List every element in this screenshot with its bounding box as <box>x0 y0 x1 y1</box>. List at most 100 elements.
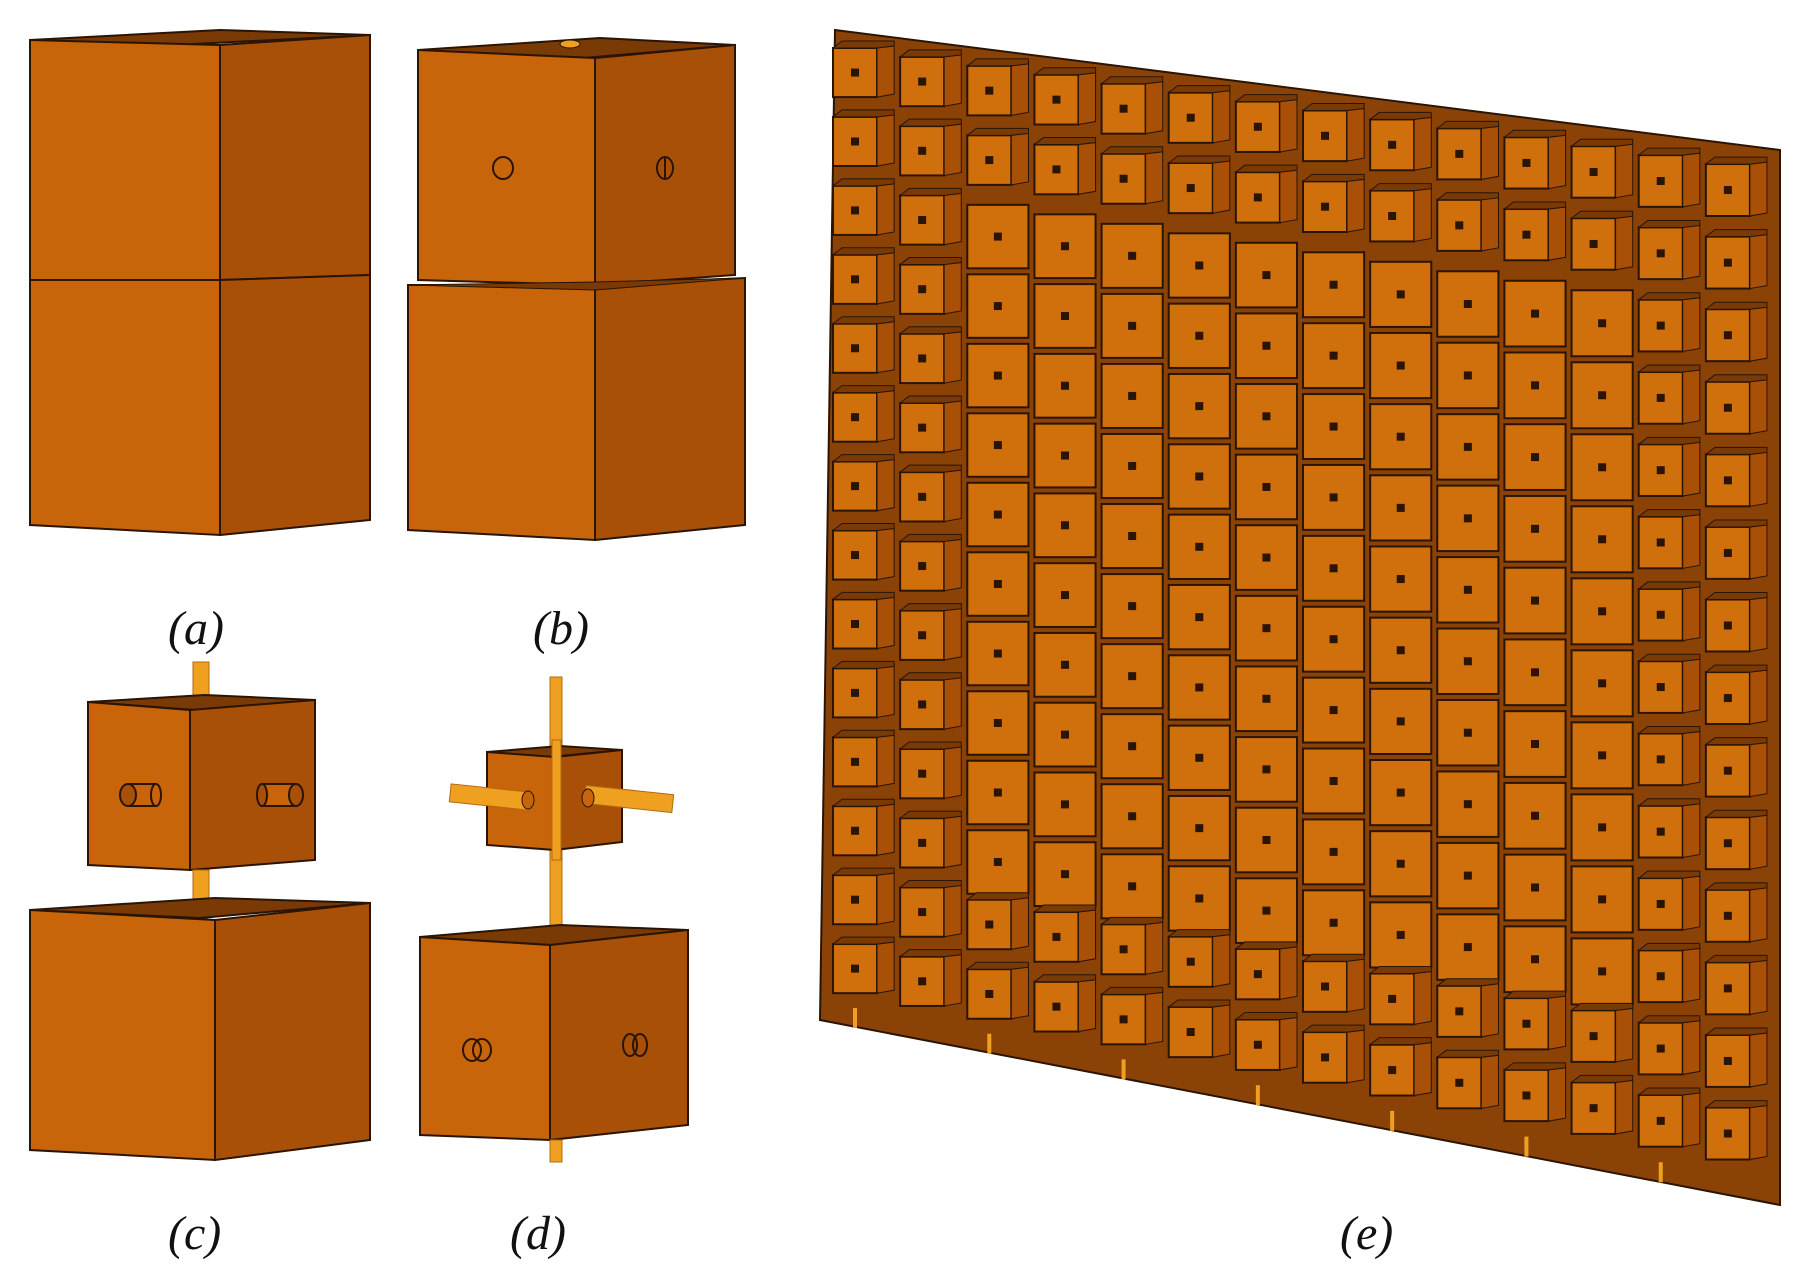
array-inner-cube <box>1234 453 1299 521</box>
array-outer-cube <box>1167 85 1231 144</box>
array-outer-cube <box>1368 183 1432 243</box>
array-inner-cube <box>1167 865 1231 932</box>
array-inner-cube <box>966 759 1030 826</box>
array-inner-cube <box>1436 484 1500 553</box>
array-inner-cube <box>1234 877 1299 944</box>
array-outer-cube <box>1704 156 1768 218</box>
array-outer-cube <box>898 672 962 731</box>
array-outer-cube <box>1234 1012 1298 1106</box>
array-inner-cube <box>1033 841 1097 908</box>
array-inner-cube <box>1100 292 1164 359</box>
array-outer-cube <box>1637 726 1701 787</box>
array-outer-cube <box>1100 986 1164 1080</box>
array-outer-cube <box>1435 120 1499 181</box>
array-outer-cube <box>1704 1027 1768 1088</box>
array-outer-cube <box>831 936 895 1028</box>
array-inner-cube <box>1503 853 1567 922</box>
array-inner-cube <box>1369 687 1433 755</box>
connector-pin-icon <box>1658 1162 1663 1183</box>
array-outer-cube <box>1570 210 1634 271</box>
array-inner-cube <box>1234 806 1299 874</box>
array-inner-cube <box>1033 283 1097 349</box>
array-outer-cube <box>1301 953 1365 1013</box>
array-outer-cube <box>831 523 895 581</box>
connector-pin-icon <box>1255 1085 1260 1106</box>
array-inner-cube <box>1302 676 1366 744</box>
front-hole-icon <box>492 156 514 180</box>
array-outer-cube <box>1704 954 1768 1016</box>
array-outer-cube <box>1637 653 1701 714</box>
array-outer-cube <box>831 454 895 512</box>
cube-small <box>87 693 316 872</box>
connector-pin-icon <box>853 1008 858 1028</box>
array-inner-cube <box>1369 758 1433 827</box>
array-outer-cube <box>1704 519 1768 580</box>
panel-a-stacked-cubes <box>0 0 400 560</box>
array-outer-cube <box>1637 942 1701 1004</box>
cube-with-pins-drawing <box>29 661 371 1162</box>
center-pin-icon <box>551 739 562 861</box>
array-cells <box>831 40 1768 1183</box>
panel-b-cubes-with-holes <box>390 0 770 560</box>
array-inner-cube <box>1234 594 1299 662</box>
caption-a: (a) <box>168 602 224 655</box>
array-outer-cube <box>898 326 962 385</box>
array-outer-cube <box>831 40 895 99</box>
array-outer-cube <box>1234 164 1298 224</box>
array-outer-cube <box>831 247 895 305</box>
caption-e: (e) <box>1340 1207 1394 1260</box>
connector-pin-icon <box>1390 1110 1395 1131</box>
array-inner-cube <box>1570 937 1634 1006</box>
array-outer-cube <box>1637 219 1701 281</box>
array-inner-cube <box>1436 413 1500 481</box>
array-inner-cube <box>1167 302 1231 369</box>
array-inner-cube <box>1167 724 1231 791</box>
array-inner-cube <box>1167 654 1231 721</box>
array-inner-cube <box>1033 701 1097 768</box>
cube-array-drawing <box>818 28 1781 1207</box>
array-inner-cube <box>1302 393 1366 460</box>
array-outer-cube <box>898 810 962 869</box>
array-inner-cube <box>1570 649 1634 718</box>
array-inner-cube <box>1302 534 1366 602</box>
array-outer-cube <box>965 892 1029 951</box>
array-inner-cube <box>1100 643 1164 710</box>
array-inner-cube <box>966 342 1030 409</box>
array-inner-cube <box>1234 736 1299 803</box>
panel-e-cube-array <box>780 0 1801 1276</box>
array-outer-cube <box>1704 664 1768 726</box>
front-pin-icon <box>119 783 162 807</box>
array-inner-cube <box>1302 251 1366 319</box>
cube-upper <box>417 36 736 287</box>
cube-lower <box>407 276 746 542</box>
array-outer-cube <box>1637 870 1701 931</box>
array-inner-cube <box>1503 423 1567 491</box>
array-outer-cube <box>1032 904 1097 963</box>
array-inner-cube <box>1436 556 1500 624</box>
array-outer-cube <box>898 187 962 246</box>
array-inner-cube <box>1503 710 1567 778</box>
array-inner-cube <box>1100 432 1164 500</box>
array-outer-cube <box>831 316 895 374</box>
array-inner-cube <box>1100 573 1164 640</box>
array-inner-cube <box>966 273 1030 339</box>
array-inner-cube <box>1436 913 1500 981</box>
array-inner-cube <box>1167 232 1231 299</box>
front-hole-icon <box>462 1038 492 1062</box>
array-outer-cube <box>1502 129 1567 190</box>
array-inner-cube <box>1167 794 1231 862</box>
panel-d-cube-with-cross-pins <box>419 640 740 1200</box>
array-inner-cube <box>966 620 1030 687</box>
array-inner-cube <box>1570 289 1634 358</box>
array-inner-cube <box>1369 616 1433 684</box>
array-inner-cube <box>1503 638 1567 707</box>
array-outer-cube <box>898 464 962 523</box>
array-outer-cube <box>898 949 962 1007</box>
array-outer-cube <box>1637 292 1701 353</box>
array-inner-cube <box>1369 545 1433 613</box>
array-outer-cube <box>1637 364 1701 425</box>
array-outer-cube <box>1704 737 1768 798</box>
array-inner-cube <box>1302 818 1366 886</box>
array-outer-cube <box>898 879 962 938</box>
caption-b: (b) <box>533 602 589 655</box>
